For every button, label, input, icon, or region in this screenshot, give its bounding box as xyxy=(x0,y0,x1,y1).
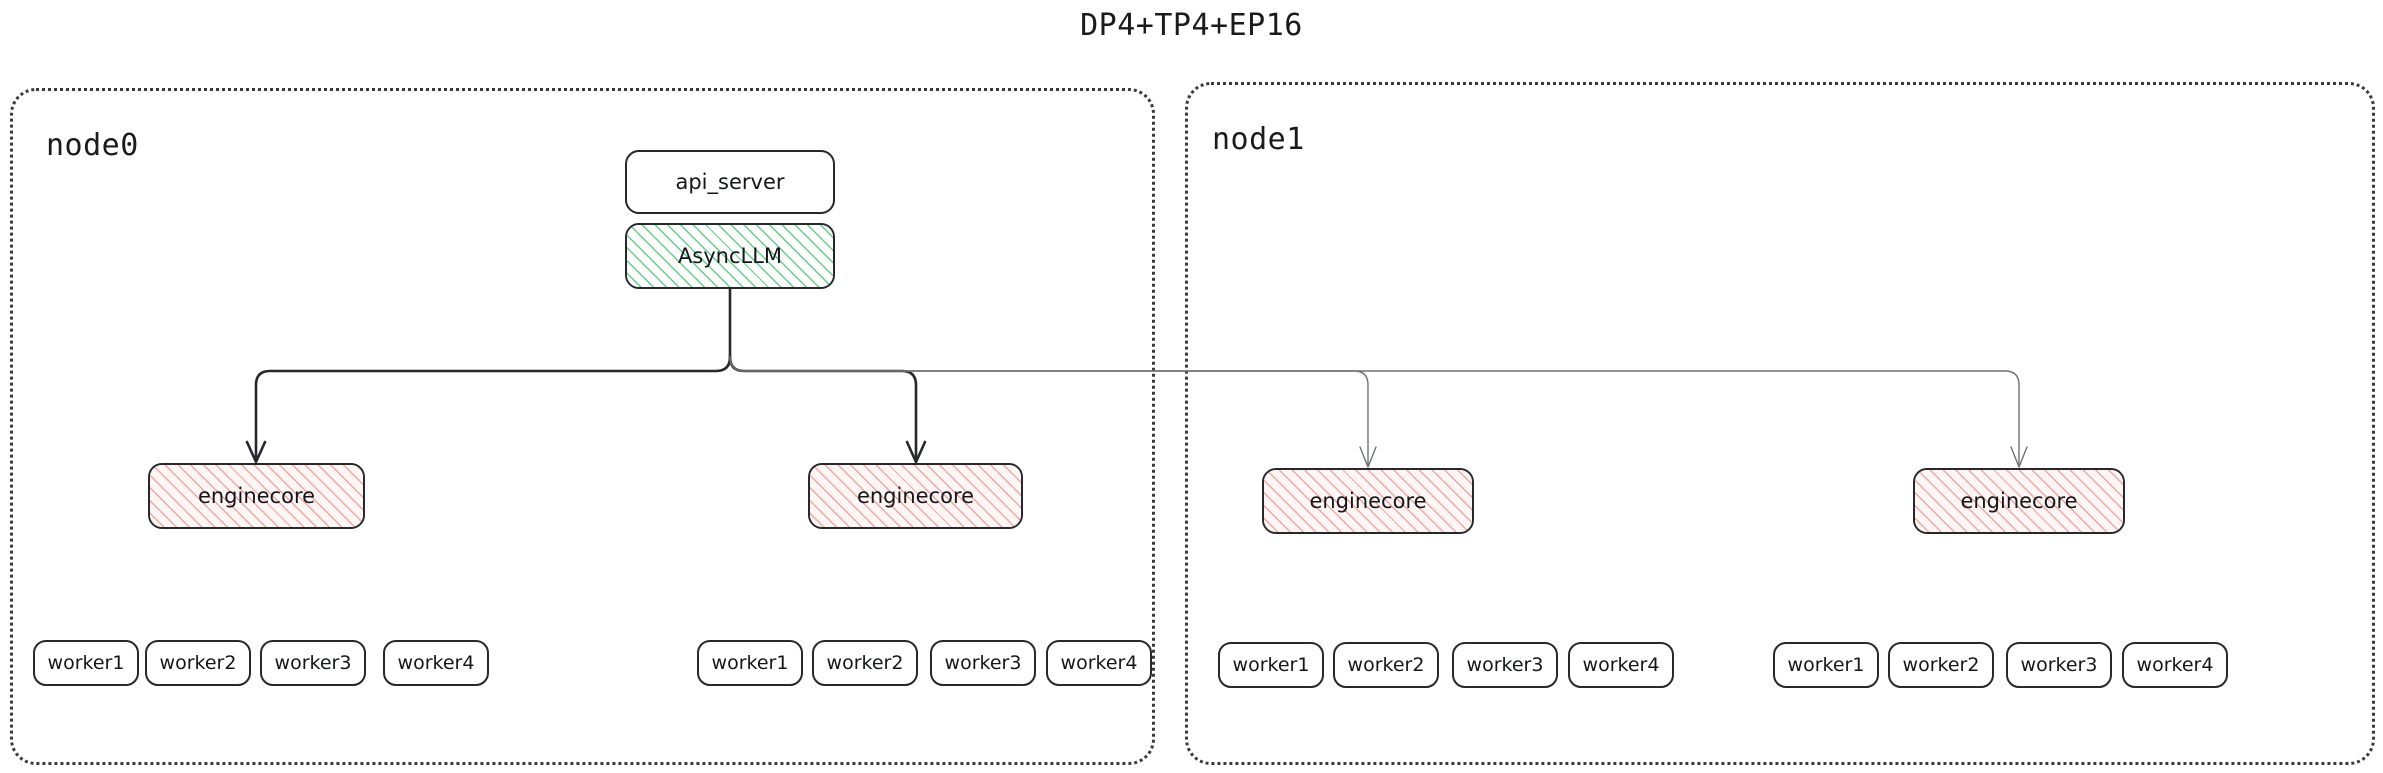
enginecore-box-2[interactable]: enginecore xyxy=(1262,468,1474,534)
pink-hatch-pattern xyxy=(1915,470,2123,532)
api-server-box-label: api_server xyxy=(675,170,785,194)
worker-box[interactable]: worker3 xyxy=(260,640,366,686)
worker-label: worker3 xyxy=(2020,654,2098,676)
worker-label: worker1 xyxy=(1787,654,1865,676)
worker-box[interactable]: worker2 xyxy=(1333,642,1439,688)
worker-box[interactable]: worker3 xyxy=(2006,642,2112,688)
worker-box[interactable]: worker4 xyxy=(2122,642,2228,688)
worker-box[interactable]: worker2 xyxy=(812,640,918,686)
worker-label: worker4 xyxy=(397,652,475,674)
node-label-node0: node0 xyxy=(46,128,139,163)
enginecore-box-2-label: enginecore xyxy=(1309,489,1427,513)
worker-label: worker2 xyxy=(1902,654,1980,676)
worker-box[interactable]: worker2 xyxy=(1888,642,1994,688)
worker-label: worker4 xyxy=(1582,654,1660,676)
worker-box[interactable]: worker1 xyxy=(33,640,139,686)
pink-hatch-pattern xyxy=(810,465,1021,527)
worker-label: worker1 xyxy=(1232,654,1310,676)
worker-label: worker3 xyxy=(1466,654,1544,676)
worker-label: worker3 xyxy=(944,652,1022,674)
asyncllm-box[interactable]: AsyncLLM xyxy=(625,223,835,289)
api-server-box[interactable]: api_server xyxy=(625,150,835,214)
pink-hatch-pattern xyxy=(1264,470,1472,532)
page-title: DP4+TP4+EP16 xyxy=(1080,8,1303,43)
worker-label: worker1 xyxy=(47,652,125,674)
worker-box[interactable]: worker4 xyxy=(1046,640,1152,686)
worker-label: worker2 xyxy=(826,652,904,674)
node-label-node1: node1 xyxy=(1212,122,1305,157)
enginecore-box-3[interactable]: enginecore xyxy=(1913,468,2125,534)
enginecore-box-3-label: enginecore xyxy=(1960,489,2078,513)
worker-box[interactable]: worker4 xyxy=(383,640,489,686)
worker-box[interactable]: worker1 xyxy=(1218,642,1324,688)
pink-hatch-pattern xyxy=(150,465,363,527)
worker-label: worker3 xyxy=(274,652,352,674)
worker-box[interactable]: worker4 xyxy=(1568,642,1674,688)
worker-box[interactable]: worker1 xyxy=(697,640,803,686)
enginecore-box-1[interactable]: enginecore xyxy=(808,463,1023,529)
green-hatch-pattern xyxy=(627,225,833,287)
enginecore-box-0-label: enginecore xyxy=(197,484,316,508)
worker-label: worker4 xyxy=(1060,652,1138,674)
worker-box[interactable]: worker3 xyxy=(1452,642,1558,688)
worker-label: worker1 xyxy=(711,652,789,674)
enginecore-box-0[interactable]: enginecore xyxy=(148,463,365,529)
worker-box[interactable]: worker3 xyxy=(930,640,1036,686)
asyncllm-box-label: AsyncLLM xyxy=(677,244,783,268)
worker-box[interactable]: worker2 xyxy=(145,640,251,686)
worker-box[interactable]: worker1 xyxy=(1773,642,1879,688)
worker-label: worker2 xyxy=(159,652,237,674)
worker-label: worker4 xyxy=(2136,654,2214,676)
enginecore-box-1-label: enginecore xyxy=(856,484,975,508)
worker-label: worker2 xyxy=(1347,654,1425,676)
